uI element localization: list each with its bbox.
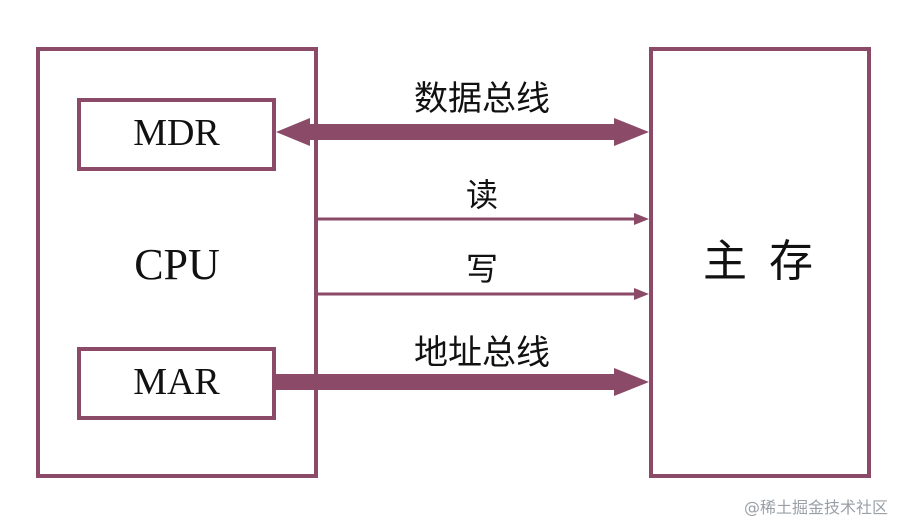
cpu-label: CPU: [134, 240, 220, 289]
mdr-box: [77, 98, 276, 171]
mar-label: MAR: [133, 361, 220, 403]
write-label: 写: [465, 250, 498, 288]
data-bus-label: 数据总线: [414, 79, 550, 119]
main-memory-box: [649, 47, 871, 478]
address-bus-arrow: [276, 368, 649, 396]
address-bus-label: 地址总线: [414, 333, 550, 373]
read-arrow: [318, 213, 649, 225]
main-memory-label: 主 存: [703, 236, 817, 287]
mar-box: [77, 347, 276, 420]
write-arrow: [318, 288, 649, 300]
watermark-text: @稀土掘金技术社区: [743, 498, 888, 517]
read-label: 读: [465, 176, 498, 214]
data-bus-arrow: [276, 118, 649, 146]
mdr-label: MDR: [133, 112, 220, 154]
